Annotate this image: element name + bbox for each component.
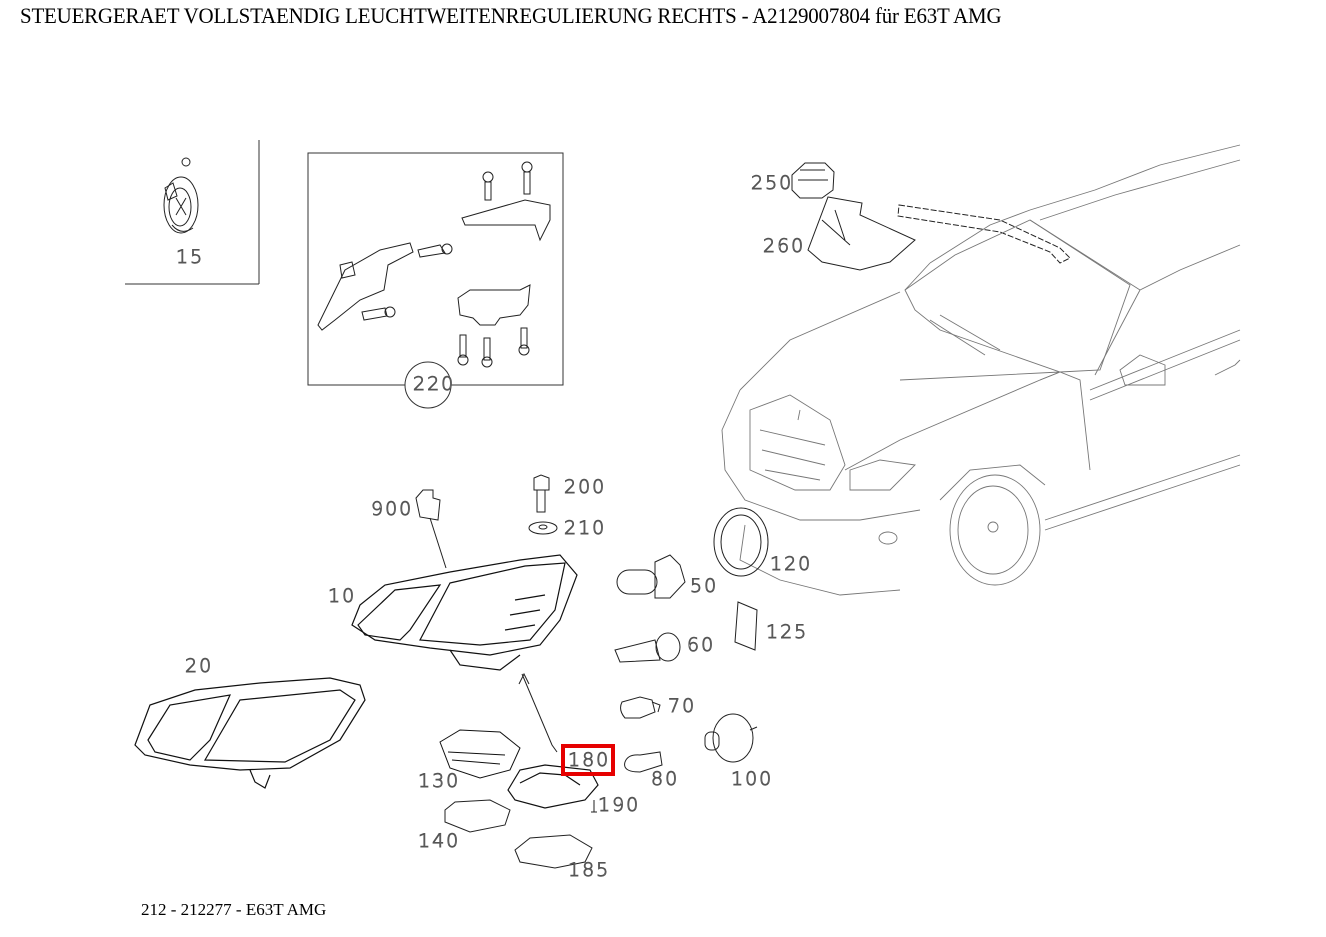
- part-label-10[interactable]: 10: [328, 585, 357, 607]
- part-label-70[interactable]: 70: [668, 695, 697, 717]
- part-180-control-unit-icon: [507, 764, 599, 809]
- part-label-50[interactable]: 50: [690, 575, 719, 597]
- part-label-190[interactable]: 190: [598, 794, 641, 816]
- part-label-185[interactable]: 185: [568, 859, 611, 881]
- page-title: STEUERGERAET VOLLSTAENDIG LEUCHTWEITENRE…: [20, 3, 1002, 28]
- part-260-cover-icon: [807, 196, 916, 271]
- part-125-label-icon: [734, 601, 758, 651]
- part-220-bracket-kit-icon: [317, 161, 551, 368]
- part-15-motor-icon: [163, 157, 199, 234]
- car-outline-icon: [721, 144, 1241, 596]
- part-140-seal-icon: [444, 799, 511, 833]
- part-60-xenon-bulb-icon: [614, 632, 681, 663]
- part-label-260[interactable]: 260: [763, 235, 806, 257]
- part-10-headlamp-icon: [351, 554, 578, 671]
- part-label-15[interactable]: 15: [176, 246, 205, 268]
- part-120-cover-cap-icon: [713, 507, 769, 577]
- part-210-washer-icon: [528, 521, 558, 535]
- part-label-120[interactable]: 120: [770, 553, 813, 575]
- part-100-socket-icon: [704, 713, 758, 763]
- part-70-bulb-icon: [620, 696, 661, 719]
- part-900-label-icon: [415, 489, 441, 521]
- arrow-icon: [897, 204, 1071, 264]
- part-50-bulb-icon: [616, 554, 686, 599]
- part-200-screw-icon: [533, 474, 550, 513]
- part-label-210[interactable]: 210: [564, 517, 607, 539]
- part-label-180[interactable]: 180: [568, 749, 611, 771]
- part-80-bulb-icon: [624, 751, 663, 773]
- part-label-200[interactable]: 200: [564, 476, 607, 498]
- part-label-125[interactable]: 125: [766, 621, 809, 643]
- highlight-box-180: [561, 744, 615, 776]
- part-label-20[interactable]: 20: [185, 655, 214, 677]
- part-label-60[interactable]: 60: [687, 634, 716, 656]
- part-130-ignition-unit-icon: [439, 729, 521, 779]
- inset-frame-15: [125, 140, 260, 285]
- part-label-100[interactable]: 100: [731, 768, 774, 790]
- part-label-140[interactable]: 140: [418, 830, 461, 852]
- part-20-lens-icon: [134, 677, 366, 789]
- part-label-250[interactable]: 250: [751, 172, 794, 194]
- part-label-130[interactable]: 130: [418, 770, 461, 792]
- diagram-caption: 212 - 212277 - E63T AMG: [141, 900, 327, 919]
- part-250-sensor-icon: [791, 162, 835, 199]
- part-label-80[interactable]: 80: [651, 768, 680, 790]
- part-185-seal-icon: [514, 834, 593, 869]
- part-label-900[interactable]: 900: [371, 498, 414, 520]
- part-label-220[interactable]: 220: [413, 373, 456, 395]
- part-190-screw-icon: [591, 800, 597, 813]
